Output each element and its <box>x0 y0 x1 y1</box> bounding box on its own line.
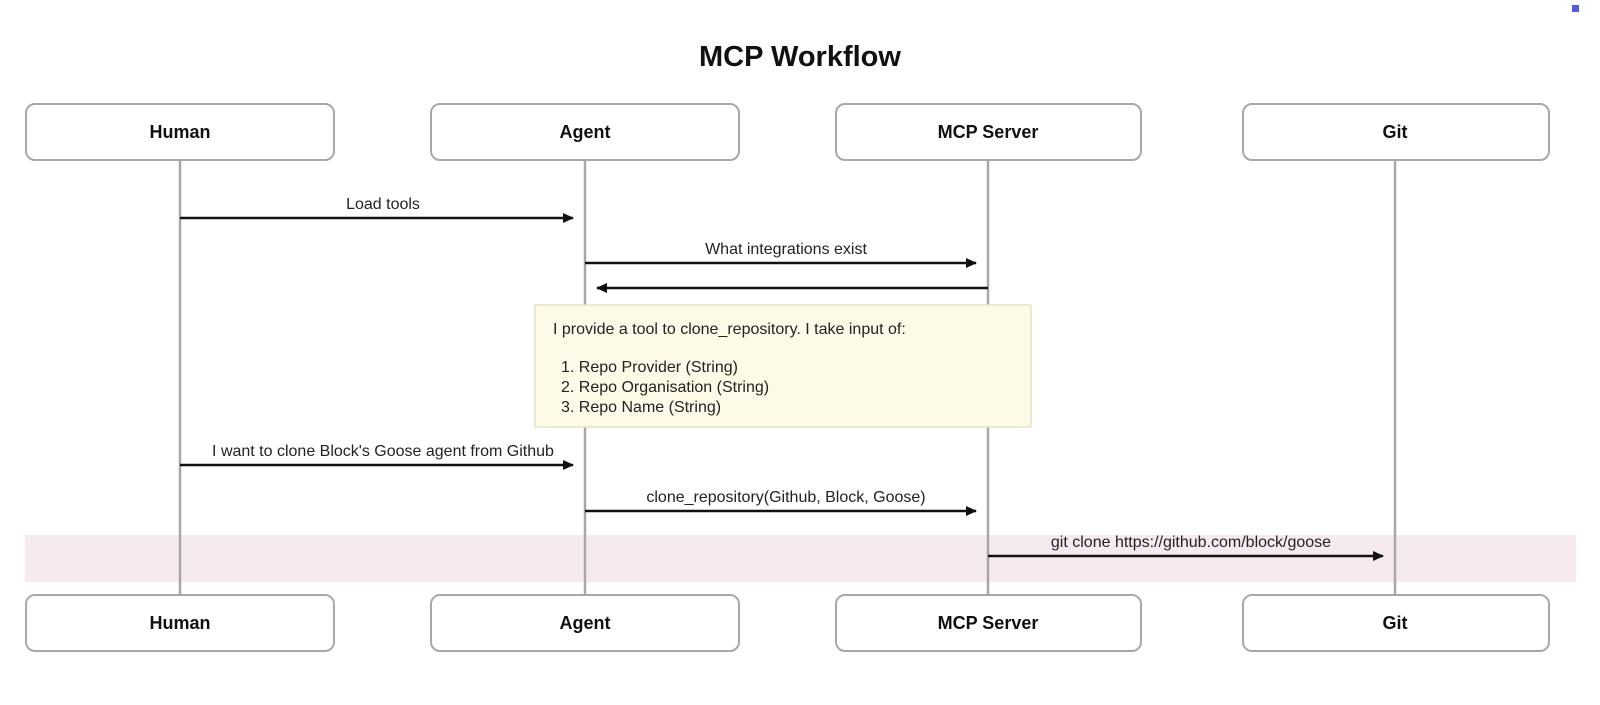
note-clone-repository-tool: I provide a tool to clone_repository. I … <box>534 304 1032 428</box>
actor-box[interactable] <box>25 103 335 161</box>
actor-label: Git <box>1383 122 1408 142</box>
actor-box[interactable] <box>430 103 740 161</box>
page-title: MCP Workflow <box>699 41 901 73</box>
actor-label: MCP Server <box>938 613 1039 633</box>
note-heading: I provide a tool to clone_repository. I … <box>553 321 906 338</box>
actor-top-git[interactable]: Git <box>1242 103 1550 161</box>
note-item: 1. Repo Provider (String) <box>561 359 738 376</box>
message-label: Load tools <box>346 196 420 213</box>
message-what-integrations-exist: What integrations exist <box>585 241 977 268</box>
note-box <box>534 304 1032 428</box>
note-item: 3. Repo Name (String) <box>561 399 721 416</box>
message-label: What integrations exist <box>705 241 867 258</box>
actor-label: Human <box>149 613 210 633</box>
highlight-band <box>25 535 1576 582</box>
actor-top-human[interactable]: Human <box>25 103 335 161</box>
actor-top-agent[interactable]: Agent <box>430 103 740 161</box>
actor-label: Git <box>1383 613 1408 633</box>
actor-box[interactable] <box>1242 594 1550 652</box>
actor-bottom-agent[interactable]: Agent <box>430 594 740 652</box>
note-item: 2. Repo Organisation (String) <box>561 379 769 396</box>
actor-label: Agent <box>560 613 611 633</box>
actor-box[interactable] <box>835 594 1142 652</box>
message-clone-repository-call: clone_repository(Github, Block, Goose) <box>585 489 977 516</box>
actor-box[interactable] <box>25 594 335 652</box>
actor-bottom-human[interactable]: Human <box>25 594 335 652</box>
message-label: git clone https://github.com/block/goose <box>1051 534 1331 551</box>
message-load-tools: Load tools <box>180 196 574 223</box>
actor-box[interactable] <box>1242 103 1550 161</box>
actor-bottom-git[interactable]: Git <box>1242 594 1550 652</box>
message-label: clone_repository(Github, Block, Goose) <box>646 489 925 506</box>
message-label: I want to clone Block's Goose agent from… <box>212 443 554 460</box>
actor-box[interactable] <box>430 594 740 652</box>
actor-label: Agent <box>560 122 611 142</box>
message-clone-request: I want to clone Block's Goose agent from… <box>180 443 574 470</box>
message-git-clone: git clone https://github.com/block/goose <box>988 534 1384 561</box>
actor-label: Human <box>149 122 210 142</box>
corner-marker-dot <box>1572 5 1579 12</box>
actor-bottom-mcp-server[interactable]: MCP Server <box>835 594 1142 652</box>
actor-top-mcp-server[interactable]: MCP Server <box>835 103 1142 161</box>
actor-label: MCP Server <box>938 122 1039 142</box>
actor-box[interactable] <box>835 103 1142 161</box>
